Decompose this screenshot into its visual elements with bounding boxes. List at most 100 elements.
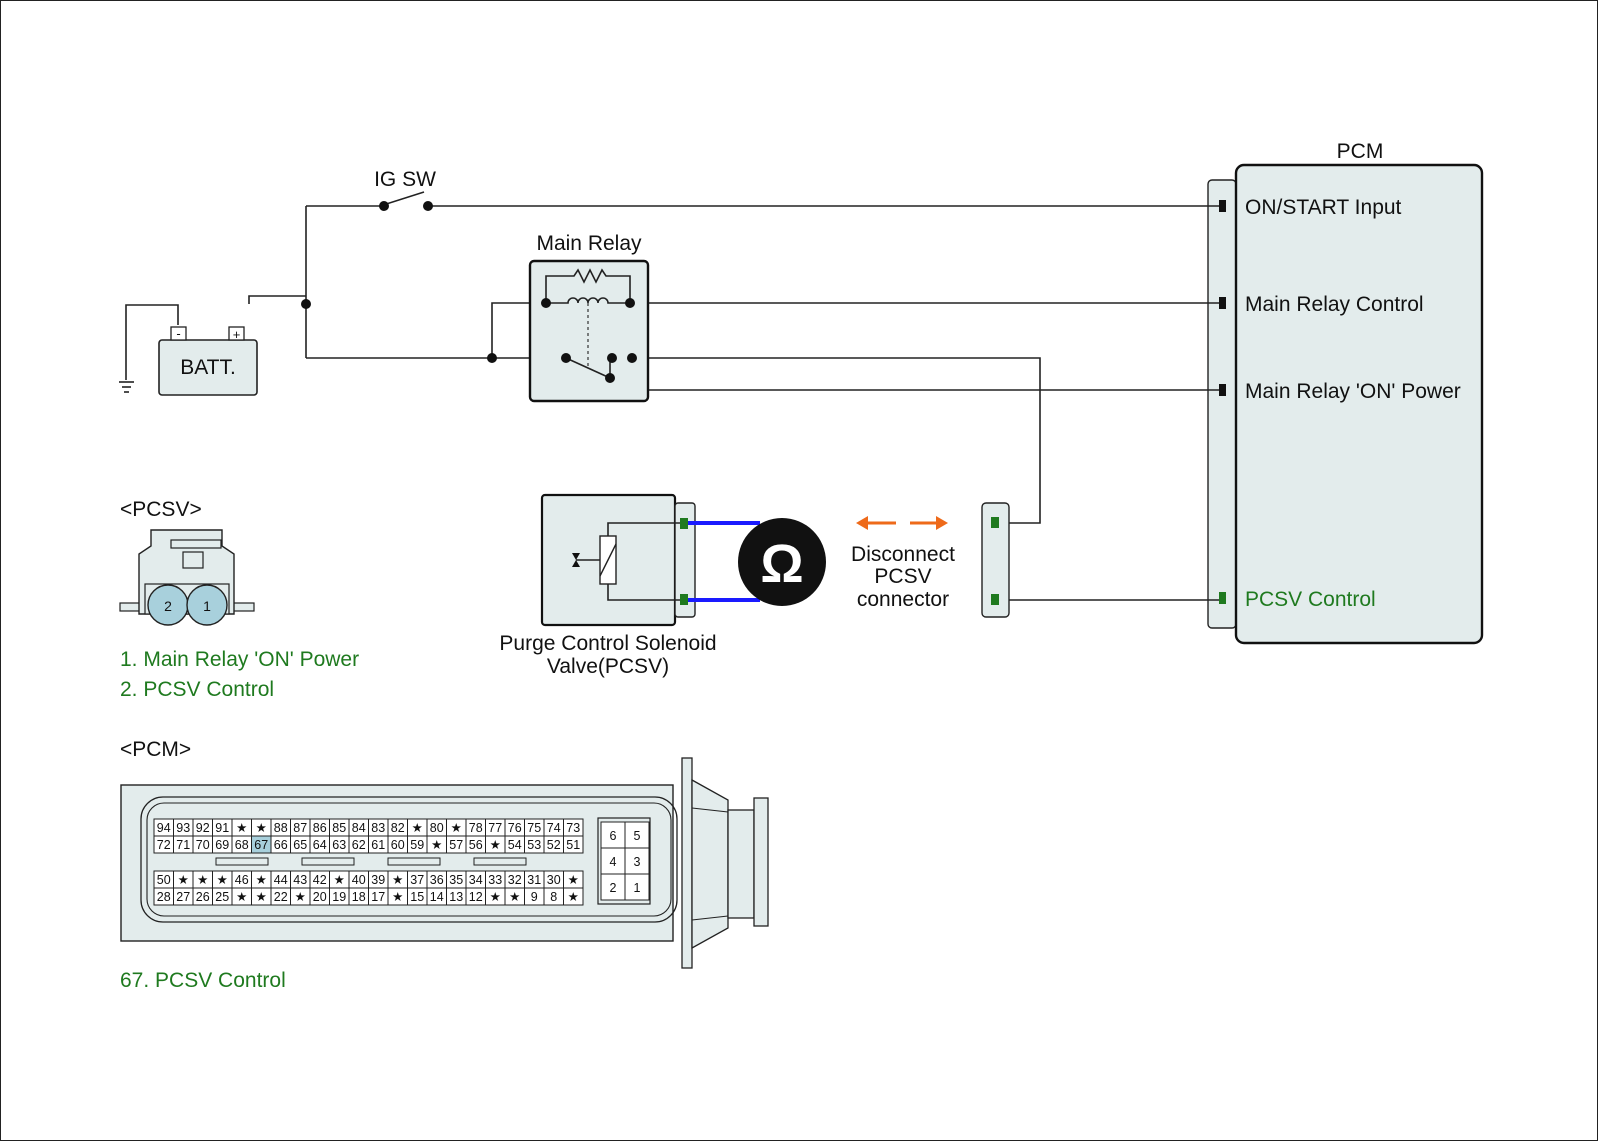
pcm-pin-label: ★ [295,890,306,904]
pcm-pin-label: ★ [509,890,520,904]
pcm-pin-label: 46 [235,873,249,887]
pcm-pin-label: 93 [176,821,190,835]
pcm-pin-label: 32 [508,873,522,887]
batt-pos-sign: + [233,327,241,342]
ohm-meter: Ω [688,518,826,606]
main-relay: Main Relay [528,232,650,403]
ig-sw-label: IG SW [374,168,436,191]
pcm-pin-marker [1219,297,1226,309]
pcm-small-pin-label: 6 [610,829,617,843]
pcm-connector-title: <PCM> [120,738,191,761]
pcm-pin-label: 37 [410,873,424,887]
pcm-pin-label: 27 [176,890,190,904]
pcm-pin-label: 28 [157,890,171,904]
pcm-pin-label: 86 [313,821,327,835]
harness-pin-marker [991,594,999,605]
pcm-pin-label: 15 [410,890,424,904]
pcm-pin-cell [563,887,584,906]
pcm-small-pin-cell [624,821,650,849]
pcm-pin-label: 63 [332,838,346,852]
pcsv-pin-marker [680,594,688,605]
pcm-pin-label: 53 [527,838,541,852]
pcsv-pin-1-label: 1 [203,598,211,614]
batt-label: BATT. [180,356,236,379]
pcm-pin-label: 44 [274,873,288,887]
pcm-pin-label: 80 [430,821,444,835]
pcm-pin-marker [1219,592,1226,604]
pcm-pin-label: 67 [254,838,268,852]
pcm-pin-label: 92 [196,821,210,835]
pcm-pin-label: ★ [256,890,267,904]
pcm-pin-label: 14 [430,890,444,904]
pcm-pin-label: 87 [293,821,307,835]
pcm-pin-label: 30 [547,873,561,887]
pcm-pin-main-relay-on-power: Main Relay 'ON' Power [1245,380,1461,403]
disconnect-indicator: Disconnect PCSV connector [851,516,955,611]
pcm-pin-label: ★ [236,821,247,835]
pcm-pin-label: 51 [566,838,580,852]
pcm-pin-label: ★ [568,890,579,904]
pcm-pin-label: 78 [469,821,483,835]
pcm-pin-label: 84 [352,821,366,835]
pcm-pin-label: 62 [352,838,366,852]
pcm-pin-label: 8 [550,890,557,904]
pcsv-valve: Purge Control Solenoid Valve(PCSV) [499,493,717,678]
pcm-pin-label: 65 [293,838,307,852]
pcm-pin-marker [1219,384,1226,396]
pcsv-connector-title: <PCSV> [120,498,202,521]
pcm-pin-label: 13 [449,890,463,904]
pcm-pin-label: 52 [547,838,561,852]
pcm-small-pin-cell [600,873,626,901]
pcm-pin-label: 43 [293,873,307,887]
pcm-pin-label: 36 [430,873,444,887]
pcm-pin-marker [1219,200,1226,212]
pcm-pin-label: 68 [235,838,249,852]
pcm-pin-label: 25 [215,890,229,904]
main-relay-label: Main Relay [536,232,642,255]
pcm-pin-label: 71 [176,838,190,852]
junction-dots [301,201,497,363]
pcm-pin-main-relay-control: Main Relay Control [1245,293,1424,316]
pcm-pin-label: ★ [412,821,423,835]
pcm-legend: 67. PCSV Control [120,969,286,992]
pcm-pin-label: 85 [332,821,346,835]
pcm-pin-on-start: ON/START Input [1245,196,1402,219]
pcm-pin-label: ★ [431,838,442,852]
pcm-pin-label: 59 [410,838,424,852]
pcm-pin-label: 73 [566,821,580,835]
pcm-pin-label: 56 [469,838,483,852]
pcm-pin-label: ★ [178,873,189,887]
battery: - + BATT. [158,326,258,396]
pcm-pin-label: ★ [392,890,403,904]
harness-connector [981,502,1010,618]
pcm-pin-label: ★ [256,873,267,887]
pcm-pin-label: 72 [157,838,171,852]
pcsv-connector-view: <PCSV> 2 1 1. Main Relay 'ON' Power 2. P… [119,498,359,701]
pcm-module: PCM ON/START Input Main Relay Control Ma… [1207,140,1484,645]
pcm-pin-label: 60 [391,838,405,852]
pcm-small-pin-label: 2 [610,881,617,895]
pcm-pin-label: 31 [527,873,541,887]
pcm-pin-label: 74 [547,821,561,835]
pcm-title: PCM [1337,140,1384,163]
pcm-pin-label: 88 [274,821,288,835]
pcm-small-pin-label: 5 [634,829,641,843]
ohm-symbol: Ω [760,534,803,594]
pcm-pin-label: 75 [527,821,541,835]
pcm-small-pin-label: 4 [610,855,617,869]
pcm-pin-label: ★ [490,890,501,904]
pcm-pin-label: 94 [157,821,171,835]
pcm-pin-label: 83 [371,821,385,835]
pcm-pin-label: 76 [508,821,522,835]
pcm-pin-label: 91 [215,821,229,835]
pcm-pin-cell [563,835,584,854]
pcm-pin-label: 22 [274,890,288,904]
pcm-pin-pcsv-control: PCSV Control [1245,588,1376,611]
pcm-pin-label: 61 [371,838,385,852]
pcm-pin-label: ★ [197,873,208,887]
pcm-pin-label: 50 [157,873,171,887]
